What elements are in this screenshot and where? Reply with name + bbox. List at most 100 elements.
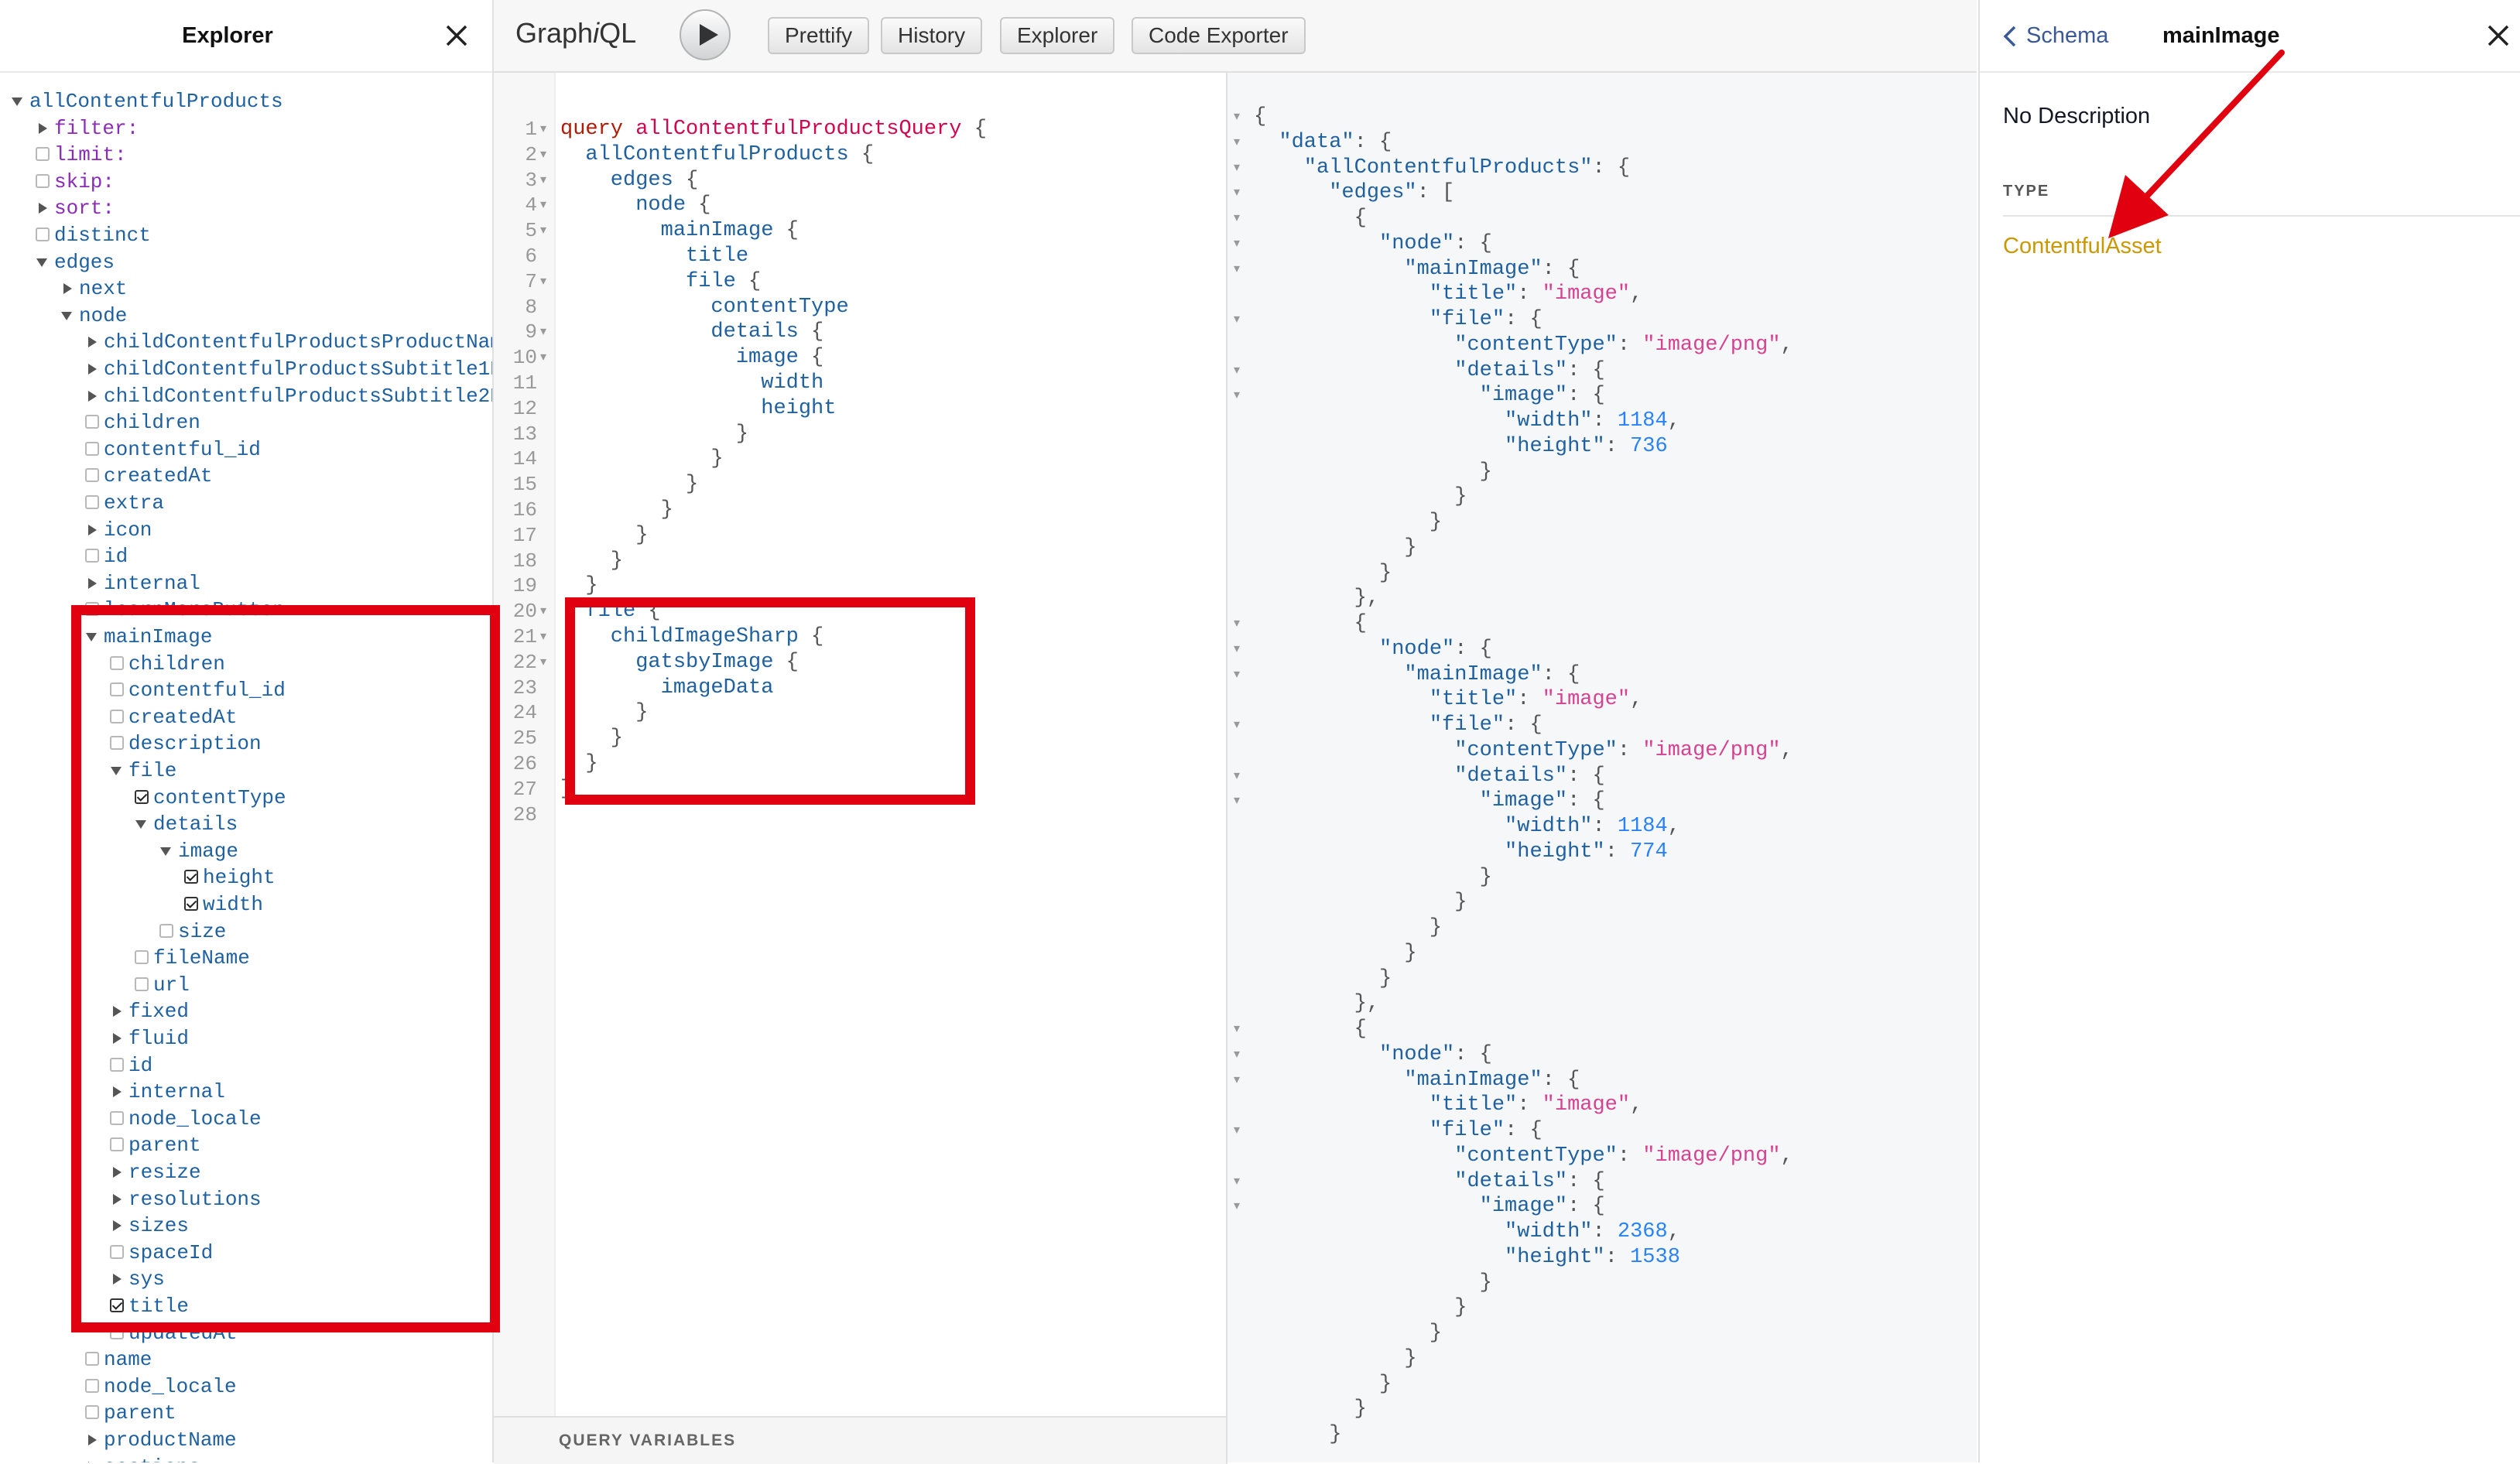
explorer-item-mi-id[interactable]: id: [0, 1052, 492, 1079]
fold-marker-icon[interactable]: ▾: [1234, 718, 1241, 731]
checkbox[interactable]: [135, 977, 149, 991]
fold-marker-icon[interactable]: ▾: [1234, 1199, 1241, 1213]
fold-marker-icon[interactable]: ▾: [1234, 794, 1241, 808]
fold-marker-icon[interactable]: ▾: [540, 655, 547, 669]
caret-right-icon[interactable]: [110, 1025, 124, 1052]
fold-marker-icon[interactable]: ▾: [1234, 1174, 1241, 1188]
fold-marker-icon[interactable]: ▾: [540, 274, 547, 288]
explorer-item-mi-title[interactable]: title: [0, 1293, 492, 1319]
explorer-item-mi-children[interactable]: children: [0, 651, 492, 677]
caret-down-icon[interactable]: [36, 249, 50, 275]
type-link[interactable]: ContentfulAsset: [2003, 234, 2162, 258]
prettify-button[interactable]: Prettify: [768, 17, 870, 54]
fold-marker-icon[interactable]: ▾: [540, 630, 547, 643]
explorer-item-id[interactable]: id: [0, 543, 492, 570]
explorer-item-filter[interactable]: filter:: [0, 115, 492, 142]
explorer-item-internal[interactable]: internal: [0, 570, 492, 597]
explorer-item-mi-height[interactable]: height: [0, 864, 492, 891]
run-button[interactable]: [680, 9, 731, 60]
fold-marker-icon[interactable]: ▾: [1234, 768, 1241, 782]
fold-marker-icon[interactable]: ▾: [540, 351, 547, 364]
checkbox-checked[interactable]: [110, 1298, 124, 1312]
explorer-item-distinct[interactable]: distinct: [0, 222, 492, 248]
caret-right-icon[interactable]: [85, 1454, 99, 1462]
checkbox[interactable]: [110, 736, 124, 751]
explorer-item-createdAt[interactable]: createdAt: [0, 463, 492, 489]
caret-right-icon[interactable]: [110, 1213, 124, 1239]
checkbox[interactable]: [85, 549, 99, 563]
fold-marker-icon[interactable]: ▾: [1234, 313, 1241, 326]
explorer-item-mi-contentful_id[interactable]: contentful_id: [0, 677, 492, 703]
caret-right-icon[interactable]: [110, 1159, 124, 1185]
checkbox[interactable]: [85, 1378, 99, 1393]
fold-marker-icon[interactable]: ▾: [540, 325, 547, 339]
caret-right-icon[interactable]: [85, 383, 99, 409]
checkbox[interactable]: [110, 1057, 124, 1072]
checkbox[interactable]: [110, 1110, 124, 1125]
explorer-item-next[interactable]: next: [0, 275, 492, 302]
explorer-item-mi-node_locale[interactable]: node_locale: [0, 1106, 492, 1132]
fold-marker-icon[interactable]: ▾: [1234, 1124, 1241, 1137]
checkbox[interactable]: [110, 682, 124, 697]
explorer-item-productName[interactable]: productName: [0, 1427, 492, 1453]
caret-right-icon[interactable]: [110, 1079, 124, 1105]
explorer-item-node[interactable]: node: [0, 303, 492, 329]
explorer-item-mi-fileName[interactable]: fileName: [0, 945, 492, 971]
fold-marker-icon[interactable]: ▾: [1234, 135, 1241, 149]
fold-marker-icon[interactable]: ▾: [1234, 262, 1241, 275]
explorer-item-mi-resize[interactable]: resize: [0, 1159, 492, 1185]
explorer-item-contentful_id[interactable]: contentful_id: [0, 436, 492, 463]
explorer-item-mi-createdAt[interactable]: createdAt: [0, 704, 492, 730]
explorer-item-mi-image[interactable]: image: [0, 838, 492, 864]
checkbox-checked[interactable]: [135, 789, 149, 804]
explorer-item-childContentfulProductsProductName[interactable]: childContentfulProductsProductName: [0, 329, 492, 355]
explorer-item-children[interactable]: children: [0, 409, 492, 436]
explorer-item-node_locale[interactable]: node_locale: [0, 1373, 492, 1400]
checkbox[interactable]: [85, 495, 99, 509]
caret-right-icon[interactable]: [85, 1427, 99, 1453]
caret-down-icon[interactable]: [135, 811, 149, 837]
fold-marker-icon[interactable]: ▾: [1234, 388, 1241, 402]
chevron-left-icon[interactable]: [2001, 25, 2018, 48]
explorer-item-mainImage[interactable]: mainImage: [0, 624, 492, 650]
explorer-item-mi-width[interactable]: width: [0, 891, 492, 918]
caret-down-icon[interactable]: [159, 838, 173, 864]
fold-marker-icon[interactable]: ▾: [1234, 617, 1241, 630]
caret-right-icon[interactable]: [60, 275, 74, 302]
fold-marker-icon[interactable]: ▾: [540, 147, 547, 161]
schema-back-link[interactable]: Schema: [2026, 23, 2109, 48]
fold-marker-icon[interactable]: ▾: [540, 173, 547, 186]
checkbox[interactable]: [36, 227, 50, 241]
explorer-item-skip[interactable]: skip:: [0, 169, 492, 195]
caret-right-icon[interactable]: [110, 1266, 124, 1292]
caret-right-icon[interactable]: [110, 1186, 124, 1213]
close-icon[interactable]: [2484, 22, 2512, 50]
explorer-item-mi-fluid[interactable]: fluid: [0, 1025, 492, 1052]
checkbox[interactable]: [85, 1352, 99, 1367]
explorer-item-childContentfulProductsSubtitle2Ri[interactable]: childContentfulProductsSubtitle2Ri: [0, 383, 492, 409]
explorer-item-sections[interactable]: sections: [0, 1454, 492, 1462]
explorer-item-parent[interactable]: parent: [0, 1400, 492, 1426]
caret-right-icon[interactable]: [36, 195, 50, 221]
fold-marker-icon[interactable]: ▾: [1234, 363, 1241, 377]
caret-right-icon[interactable]: [36, 115, 50, 142]
explorer-item-mi-fixed[interactable]: fixed: [0, 998, 492, 1024]
checkbox[interactable]: [110, 655, 124, 670]
caret-right-icon[interactable]: [85, 329, 99, 355]
caret-down-icon[interactable]: [11, 88, 25, 115]
checkbox[interactable]: [85, 1405, 99, 1420]
explorer-item-extra[interactable]: extra: [0, 490, 492, 516]
fold-marker-icon[interactable]: ▾: [1234, 211, 1241, 224]
checkbox[interactable]: [36, 147, 50, 162]
checkbox[interactable]: [36, 173, 50, 188]
checkbox[interactable]: [85, 441, 99, 456]
explorer-item-sort[interactable]: sort:: [0, 195, 492, 221]
fold-marker-icon[interactable]: ▾: [1234, 1022, 1241, 1035]
explorer-item-mi-contentType[interactable]: contentType: [0, 785, 492, 811]
explorer-item-limit[interactable]: limit:: [0, 142, 492, 168]
explorer-item-mi-sizes[interactable]: sizes: [0, 1213, 492, 1239]
fold-marker-icon[interactable]: ▾: [1234, 1072, 1241, 1086]
checkbox-checked[interactable]: [184, 870, 198, 884]
checkbox[interactable]: [110, 1244, 124, 1259]
